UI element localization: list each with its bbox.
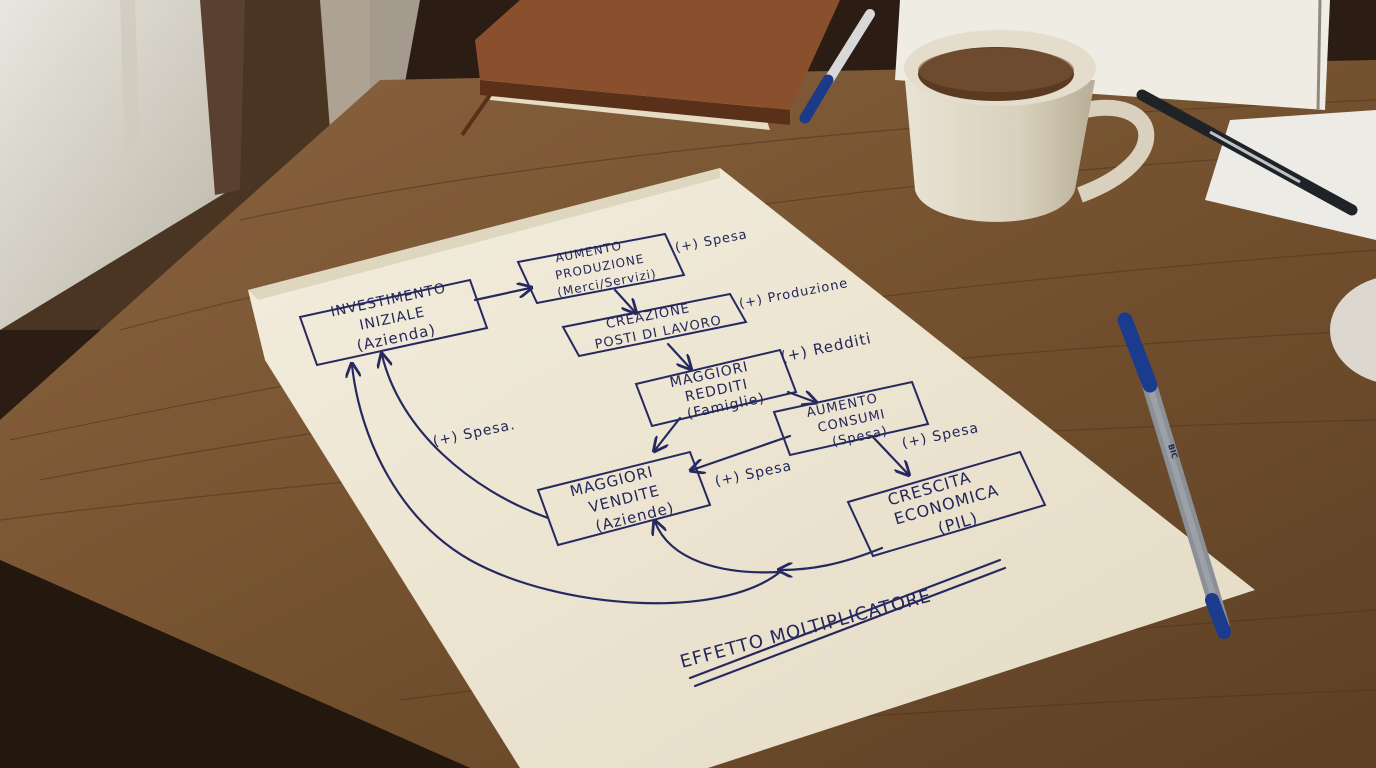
leather-notebook <box>460 0 840 137</box>
arrow-red-vend <box>655 416 682 450</box>
black-pen <box>1136 89 1358 216</box>
blue-bic-pen: BIC <box>1117 312 1231 639</box>
table-edge <box>0 560 470 768</box>
arrow-cons-vend <box>692 434 792 470</box>
box-crescita <box>846 450 1047 558</box>
arrow-loop-vend <box>655 522 782 574</box>
box-lavoro <box>561 292 748 358</box>
arrow-lav-red <box>666 342 690 368</box>
arrow-prod-lav <box>613 288 635 312</box>
paper-sheet <box>248 168 1255 768</box>
arrow-outer-loop <box>352 365 782 605</box>
box-redditi <box>634 348 798 428</box>
box-consumi <box>772 380 930 457</box>
title-underline-2 <box>693 566 1007 688</box>
title-underline-1 <box>688 558 1002 680</box>
box-vendite <box>536 450 712 547</box>
box-investimento <box>298 278 489 367</box>
blue-pen-top <box>799 9 875 124</box>
arrow-cresc-loop <box>780 546 884 570</box>
arrow-cons-cresc <box>870 434 908 474</box>
saucer <box>1330 278 1376 382</box>
pen-brand: BIC <box>1166 443 1179 460</box>
coffee-cup <box>904 30 1155 222</box>
node-crescita: CRESCITA ECONOMICA (PIL) <box>885 468 1001 538</box>
arrow-vend-inv <box>382 355 550 520</box>
arrow-inv-prod <box>473 288 530 302</box>
arrow-red-cons <box>786 392 815 402</box>
